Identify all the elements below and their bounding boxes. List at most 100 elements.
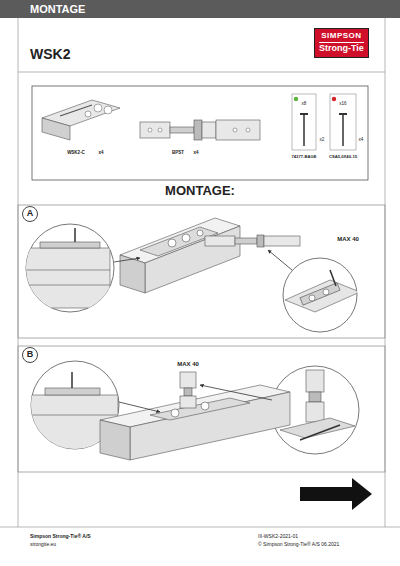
detail-circle-part: [300, 425, 340, 440]
parts-box-part: [42, 118, 70, 140]
detail-circle-part: [330, 270, 336, 286]
detail-circle-part: [71, 372, 73, 388]
footer-text: strongtie.eu: [30, 542, 56, 548]
section-frame-part: [18, 346, 385, 472]
parts-box-part: [194, 120, 202, 140]
detail-circle-part: [285, 270, 360, 312]
beam-b-part: [180, 372, 196, 388]
dimension: MAX 40: [177, 361, 199, 368]
detail-circle-part: [45, 388, 100, 395]
screw-count: x8: [302, 102, 307, 107]
detail-circle-part: [280, 418, 355, 438]
detail-circle-part: [306, 370, 324, 392]
next-page-arrow-part: [300, 478, 372, 510]
beam-b-part: [201, 402, 209, 410]
parts-box-part: [94, 104, 102, 112]
detail-circle-part: [20, 285, 110, 286]
parts-box: [32, 86, 368, 180]
parts-box-part: [104, 106, 112, 114]
detail-circle-part: [309, 295, 315, 301]
footer-text: © Simpson Strong-Tie® A/S 06.2021: [258, 542, 339, 548]
parts-box-part: [294, 97, 298, 101]
parts-box-part: [32, 86, 368, 180]
header-title: MONTAGE: [30, 3, 85, 15]
beam-a: [120, 218, 300, 293]
step-letter: B: [22, 347, 38, 363]
beam-b-part: [171, 409, 179, 417]
beam-a-part: [264, 236, 300, 246]
brand-name: SIMPSON: [319, 31, 364, 43]
step-label: B: [27, 350, 34, 360]
beam-a-part: [205, 236, 235, 246]
product-code: WSK2: [30, 47, 70, 62]
parts-box-part: [246, 128, 250, 132]
parts-box-part: [202, 122, 216, 138]
header-band-part: [0, 0, 400, 18]
parts-box-part: [300, 113, 308, 115]
beam-a-part: [257, 235, 264, 247]
section-frame-part: [18, 205, 385, 338]
beam-a-part: [197, 230, 203, 236]
page-frame-part: [18, 72, 385, 73]
parts-box-part: [330, 94, 356, 150]
next-page-arrow: [300, 478, 372, 510]
parts-box-part: [170, 127, 194, 133]
beam-a-part: [235, 238, 257, 244]
beam-b-part: [180, 396, 196, 408]
detail-circle-part: [20, 248, 110, 308]
part-name: WSK2-C: [67, 151, 85, 156]
section-frame: [18, 205, 385, 472]
parts-box-part: [303, 114, 305, 146]
box-count: x4: [359, 138, 364, 143]
parts-box-part: [140, 122, 170, 138]
parts-box-part: [292, 94, 316, 150]
detail-circle-part: [74, 228, 76, 242]
leader-arrow-part: [268, 250, 292, 270]
detail-circle-part: [306, 402, 324, 422]
brand-logo: SIMPSONStrong-Tie: [314, 28, 369, 58]
leader-arrow: [114, 250, 292, 412]
brand-tagline: Strong-Tie: [319, 43, 364, 55]
detail-circle-part: [323, 289, 329, 295]
parts-box-part: [60, 105, 92, 116]
parts-box-part: [233, 128, 237, 132]
detail-circle-part: [300, 283, 340, 305]
beam-b-part: [130, 392, 290, 460]
beam-a-part: [182, 234, 190, 242]
part-count: x4: [193, 151, 198, 156]
detail-circle-part: [309, 392, 321, 402]
detail-circle-part: [285, 280, 360, 312]
detail-circle-part: [280, 370, 355, 440]
parts-box-part: [216, 120, 260, 140]
part-count: x4: [98, 151, 103, 156]
beam-a-part: [168, 239, 176, 247]
section-heading: MONTAGE:: [165, 184, 235, 198]
beam-b: [100, 372, 290, 460]
parts-box-part: [339, 113, 347, 115]
beam-b-part: [184, 388, 192, 396]
screw-name: CSA5,0X40-15: [329, 155, 357, 160]
screw-name: 74377-BAGE: [291, 155, 316, 160]
header-band: [0, 0, 400, 18]
beam-b-part: [150, 398, 250, 420]
parts-box-part: [85, 111, 91, 117]
step-letter: A: [22, 206, 38, 222]
page-frame: [0, 18, 400, 527]
page-frame-part: [0, 527, 400, 528]
detail-circle-part: [28, 415, 118, 416]
leader-arrow-part: [114, 258, 140, 262]
step-label: A: [27, 209, 34, 219]
detail-circle-part: [20, 270, 110, 271]
box-count: x2: [320, 138, 325, 143]
footer-text: Simpson Strong-Tie® A/S: [30, 534, 91, 540]
parts-box-part: [332, 97, 336, 101]
parts-box-part: [342, 114, 344, 146]
leader-arrow-part: [200, 385, 272, 400]
parts-box-part: [158, 128, 162, 132]
detail-circle-part: [20, 228, 110, 308]
detail-circle-part: [40, 242, 100, 248]
leader-arrow-part: [119, 402, 160, 412]
part-name: BPST: [172, 151, 184, 156]
